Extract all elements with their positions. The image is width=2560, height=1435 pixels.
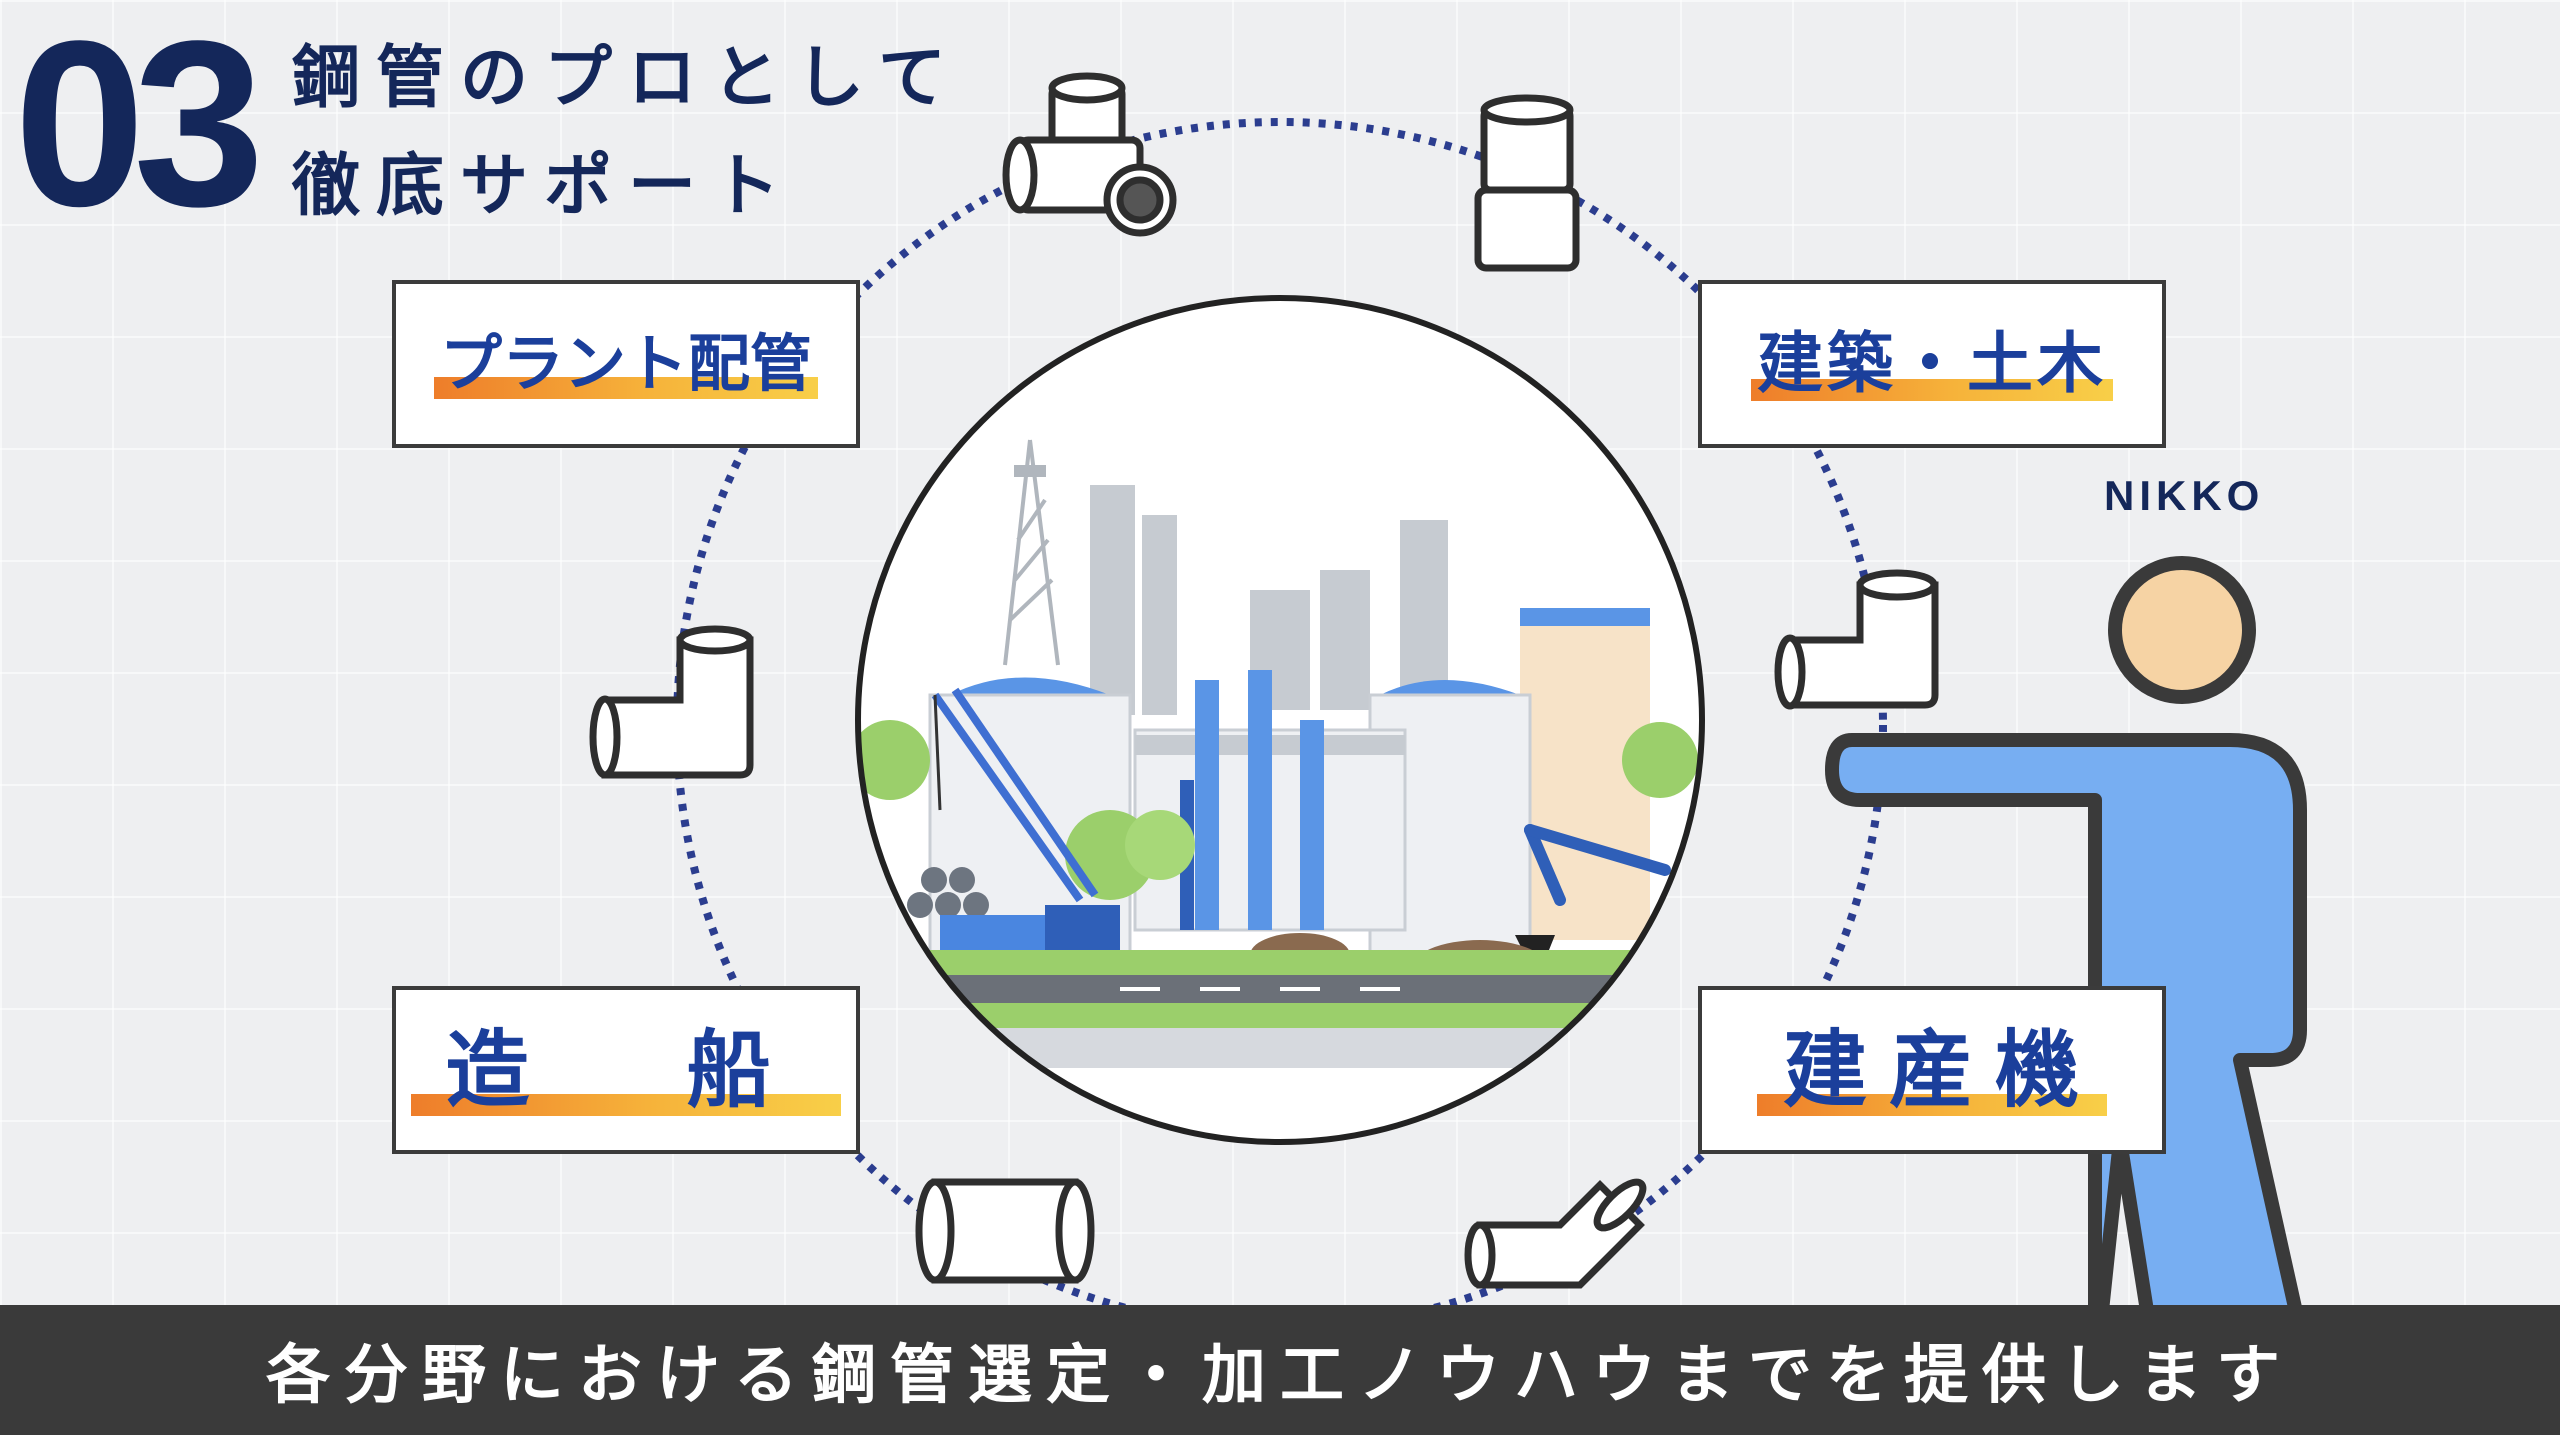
- subtitle-bar: 各分野における鋼管選定・加工ノウハウまでを提供します: [0, 1305, 2560, 1435]
- field-card-shipbuilding: 造 船: [392, 986, 860, 1154]
- angled-pipe-icon: [1464, 1178, 1647, 1289]
- straight-pipe-icon: [915, 1178, 1095, 1284]
- field-label-construction-machinery: 建産機: [1756, 1028, 2108, 1116]
- elbow-pipe-icon: [589, 625, 754, 779]
- section-title-line2: 徹底サポート: [292, 147, 797, 226]
- section-number: 03: [14, 0, 264, 256]
- field-card-construction-civil: 建築・土木: [1698, 280, 2166, 448]
- elbow-pipe-icon: [1774, 569, 1939, 710]
- industrial-scene-illustration: [855, 295, 1705, 1145]
- field-card-construction-machinery: 建産機: [1698, 986, 2166, 1154]
- field-label-construction-civil: 建築・土木: [1751, 331, 2113, 401]
- field-label-plant-piping: プラント配管: [433, 333, 819, 399]
- field-card-plant-piping: プラント配管: [392, 280, 860, 448]
- field-label-shipbuilding: 造 船: [411, 1028, 841, 1116]
- subtitle-text: 各分野における鋼管選定・加工ノウハウまでを提供します: [266, 1339, 2294, 1413]
- tee-pipe-icon: [1002, 72, 1177, 237]
- brand-label: NIKKO: [2104, 472, 2265, 519]
- section-title-line1: 鋼管のプロとして: [292, 39, 962, 118]
- coupling-pipe-icon: [1474, 94, 1580, 272]
- person-figure: [1825, 556, 2307, 1337]
